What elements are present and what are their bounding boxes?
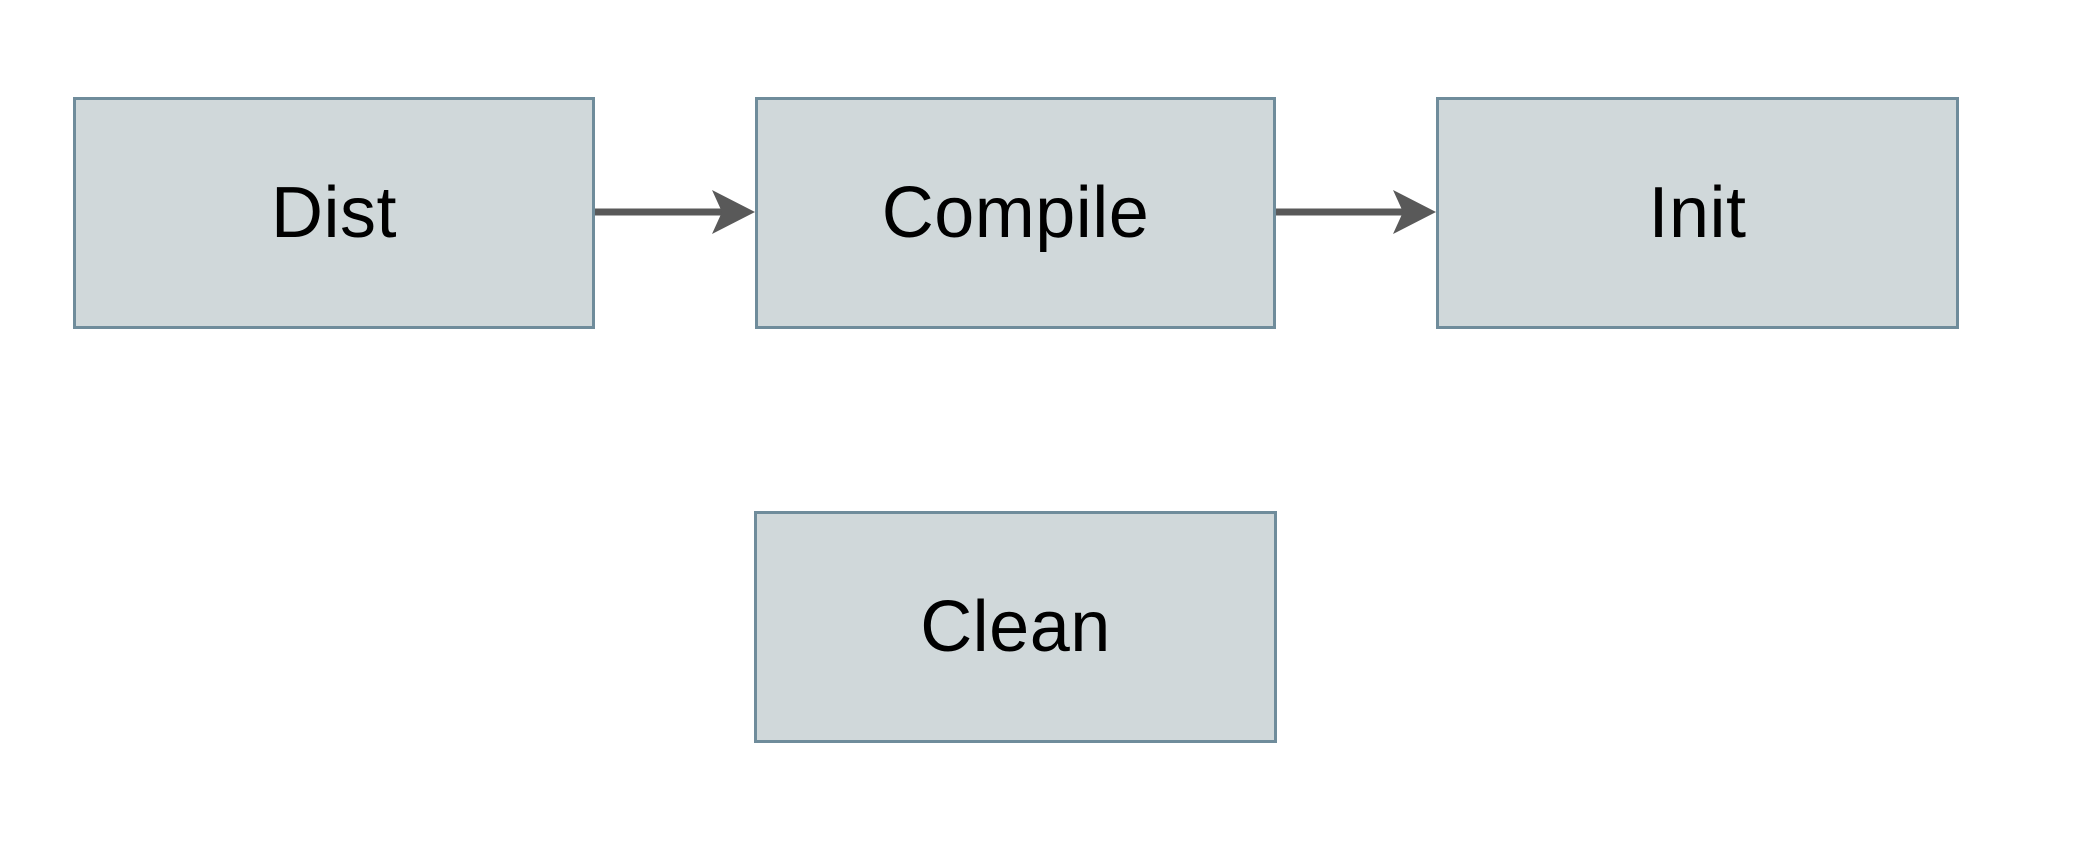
arrowhead-dist-to-compile [712, 190, 755, 234]
edge-dist-to-compile[interactable] [595, 190, 755, 234]
node-clean[interactable]: Clean [754, 511, 1277, 743]
node-label-clean: Clean [920, 587, 1111, 667]
node-dist[interactable]: Dist [73, 97, 595, 329]
node-label-compile: Compile [881, 173, 1150, 253]
arrowhead-compile-to-init [1393, 190, 1436, 234]
node-init[interactable]: Init [1436, 97, 1959, 329]
node-compile[interactable]: Compile [755, 97, 1276, 329]
node-label-init: Init [1648, 173, 1747, 253]
node-label-dist: Dist [271, 173, 397, 253]
edge-compile-to-init[interactable] [1276, 190, 1436, 234]
